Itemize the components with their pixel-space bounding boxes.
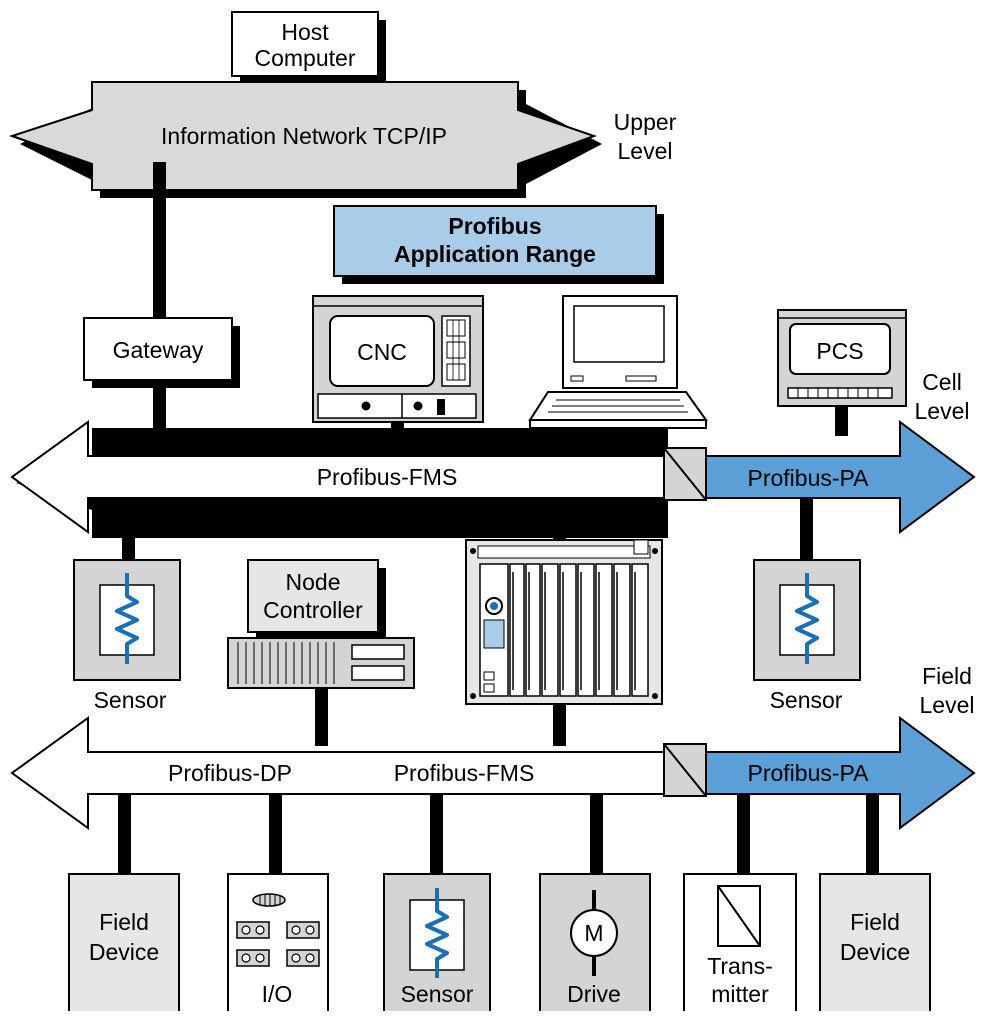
host-computer: Host Computer xyxy=(231,11,386,84)
field-bus-dp-fms: Profibus-DP Profibus-FMS xyxy=(10,716,664,830)
host-label-1: Host xyxy=(281,19,329,45)
gateway-uplink xyxy=(153,162,166,322)
cell-segment-coupler xyxy=(663,447,707,501)
cell-bus-pa-label: Profibus-PA xyxy=(747,465,869,491)
cell-bus-pa: Profibus-PA xyxy=(705,420,976,534)
gateway-box: Gateway xyxy=(83,317,240,388)
sensor-left-link xyxy=(122,498,135,562)
cell-level-label-2: Level xyxy=(915,398,970,424)
cell-bus-fms-label: Profibus-FMS xyxy=(317,464,458,490)
gateway-label: Gateway xyxy=(113,337,204,363)
node-controller-link xyxy=(315,688,328,746)
gateway-downlink xyxy=(153,386,166,436)
sensor-field-link xyxy=(430,794,443,874)
pcs-label: PCS xyxy=(816,338,863,364)
upper-level-label-2: Level xyxy=(618,138,673,164)
field-segment-coupler xyxy=(663,743,707,797)
motor-label: M xyxy=(584,920,603,946)
pcs-link xyxy=(835,406,848,436)
application-range-title-2: Application Range xyxy=(394,241,596,267)
drive-label: Drive xyxy=(567,981,621,1007)
personal-computer xyxy=(528,295,708,429)
information-network-label: Information Network TCP/IP xyxy=(161,123,447,149)
sensor-right-link xyxy=(800,498,813,560)
drive-unit: M Drive xyxy=(539,873,651,1015)
field-device-left: Field Device xyxy=(68,873,180,1015)
field-bus-pa-label: Profibus-PA xyxy=(747,760,869,786)
pcs-terminal: PCS xyxy=(777,309,907,407)
field-device-left-label-2: Device xyxy=(89,939,159,965)
sensor-field: Sensor xyxy=(383,873,491,1015)
field-device-right-link xyxy=(866,794,879,874)
plc-rack xyxy=(465,539,663,705)
transmitter-label-2: mitter xyxy=(711,981,769,1007)
sensor-left-label: Sensor xyxy=(94,687,167,713)
cnc-machine: CNC xyxy=(312,295,484,423)
field-device-right-label-1: Field xyxy=(850,909,900,935)
sensor-right-label: Sensor xyxy=(770,687,843,713)
field-device-right-label-2: Device xyxy=(840,939,910,965)
io-label: I/O xyxy=(262,981,293,1007)
plc-label: PLC xyxy=(570,513,615,539)
plc-downlink xyxy=(553,704,566,746)
node-controller-label-1: Node xyxy=(286,569,341,595)
field-level-label-1: Field xyxy=(922,663,972,689)
io-link xyxy=(269,794,282,874)
cell-bus-fms: Profibus-FMS xyxy=(10,420,668,538)
information-network-bus: Information Network TCP/IP xyxy=(8,81,602,198)
transmitter-link xyxy=(737,794,750,874)
field-bus-fms-label: Profibus-FMS xyxy=(394,760,535,786)
plc-uplink xyxy=(553,498,566,542)
field-device-left-link xyxy=(118,794,131,874)
cnc-label: CNC xyxy=(357,339,407,365)
field-bus-dp-label: Profibus-DP xyxy=(168,760,292,786)
cell-level-label-1: Cell xyxy=(922,369,962,395)
node-controller: Node Controller xyxy=(227,559,415,689)
transmitter: Trans- mitter xyxy=(683,873,797,1015)
io-module: I/O xyxy=(227,873,329,1015)
drive-link xyxy=(590,794,603,874)
transmitter-label-1: Trans- xyxy=(707,953,773,979)
host-label-2: Computer xyxy=(255,45,356,71)
sensor-right xyxy=(753,559,861,681)
field-level-label-2: Level xyxy=(920,692,975,718)
node-controller-label-2: Controller xyxy=(263,597,363,623)
sensor-left xyxy=(73,559,181,681)
field-device-left-label-1: Field xyxy=(99,909,149,935)
upper-level-label-1: Upper xyxy=(614,109,677,135)
field-device-right: Field Device xyxy=(819,873,931,1015)
sensor-field-label: Sensor xyxy=(401,981,474,1007)
application-range-box: Profibus Application Range xyxy=(333,205,664,284)
application-range-title-1: Profibus xyxy=(448,213,541,239)
